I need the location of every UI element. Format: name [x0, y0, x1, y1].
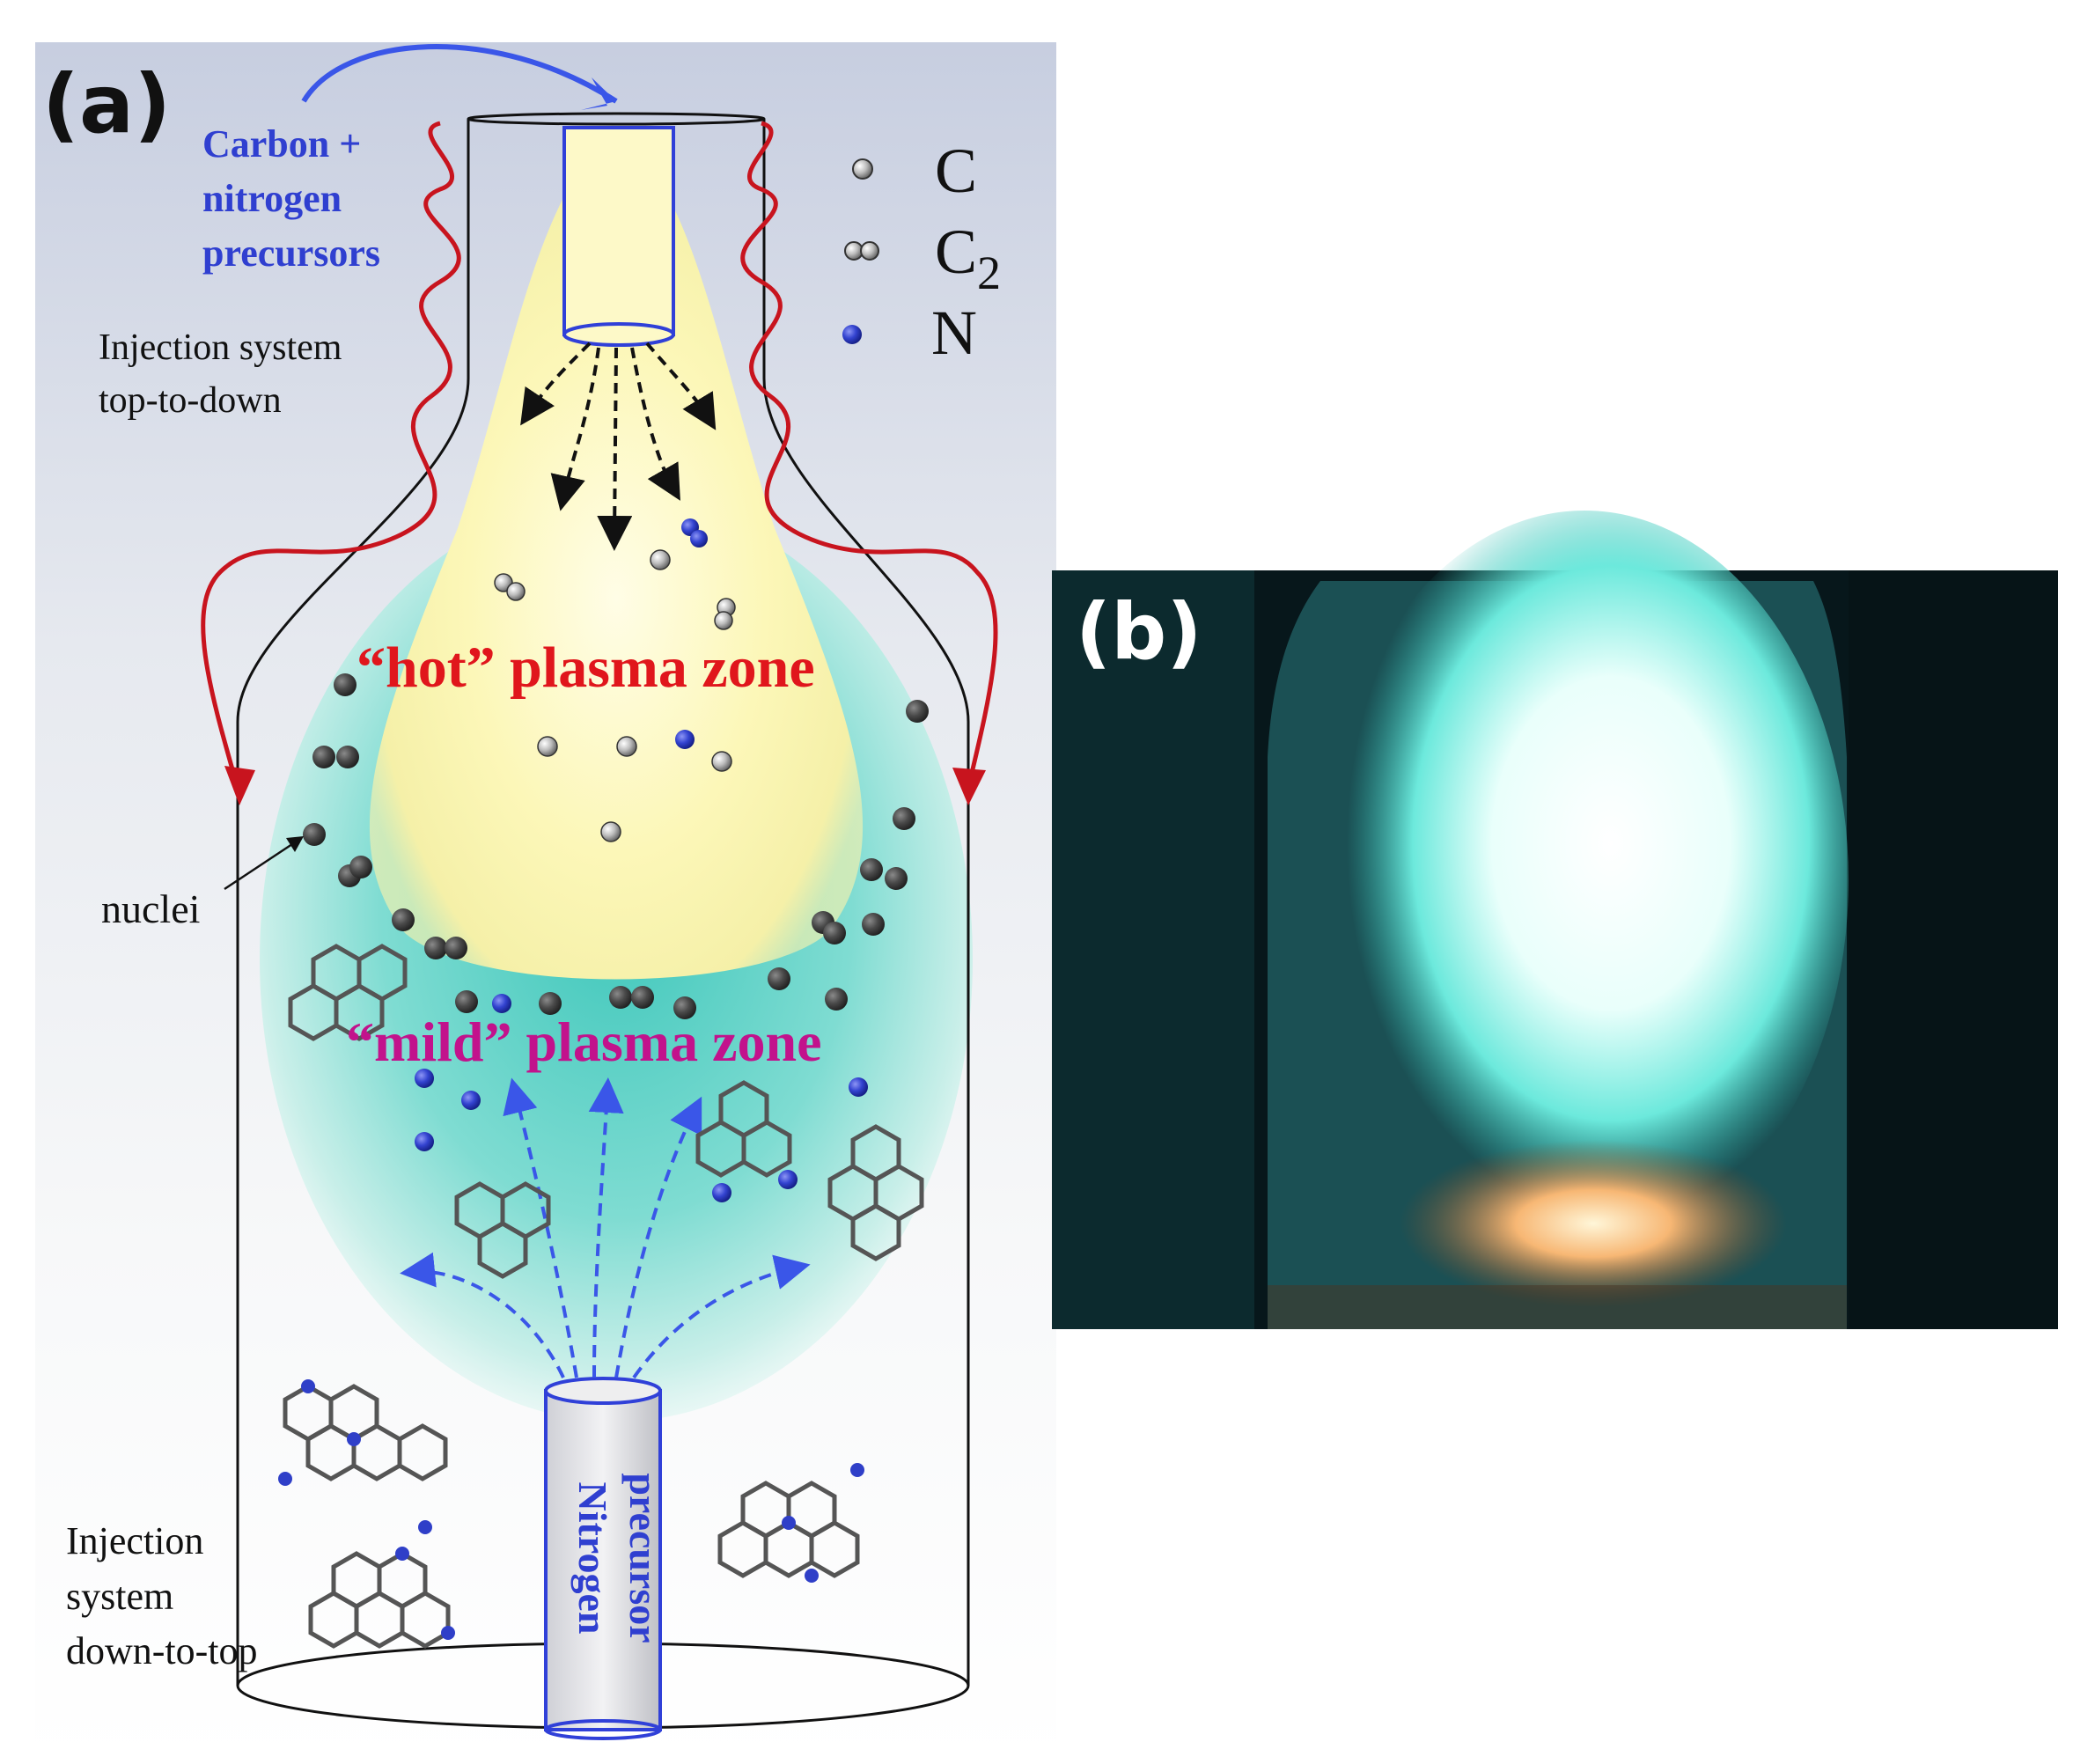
carbon-cluster-mild-center: [695, 1080, 792, 1178]
legend-n-label: N: [931, 298, 977, 368]
nuclei-pointer-arrowhead: [286, 836, 304, 852]
photo-right-background: [1849, 570, 2058, 1329]
hot-zone-label: “hot” plasma zone: [357, 636, 815, 700]
photo-plasma-glow: [1320, 511, 1849, 1250]
reactor-bottle-outline: [236, 119, 470, 1686]
injection-bottom-line-1: Injection: [66, 1519, 203, 1562]
reactor-top-rim: [467, 112, 766, 126]
carbon-precursor-line-3: precursors: [202, 232, 380, 275]
photo-left-background: [1052, 570, 1254, 1329]
n-doped-graphene-right: [717, 1463, 864, 1583]
legend-c2-marker-b: [860, 241, 879, 261]
legend: C C2 N: [842, 136, 1001, 368]
bottom-injection-tube: [544, 1389, 662, 1731]
panel-a: C C2 N (a) Carbon + nitrogen precursors …: [35, 42, 1056, 1760]
n-doped-graphene-left-lower: [308, 1520, 455, 1649]
injection-flow-arrows-up: [400, 1077, 811, 1379]
carbon-cluster-mild-left: [454, 1181, 551, 1279]
heating-arrowhead-left: [224, 766, 255, 805]
hot-zone-atoms: [494, 518, 736, 842]
panel-a-label: (a): [42, 57, 171, 151]
hot-plasma-region: [369, 132, 864, 980]
nitrogen-precursor-line-1: Nitrogen: [570, 1482, 615, 1635]
injection-bottom-line-2: system: [66, 1575, 173, 1618]
carbon-precursor-line-2: nitrogen: [202, 177, 342, 220]
nitrogen-precursor-line-2: precursor: [621, 1473, 666, 1643]
panel-b: (b): [1052, 511, 2058, 1329]
injection-flow-arrows-down: [520, 342, 717, 551]
legend-c2-subscript: 2: [977, 246, 1001, 299]
photo-tube-base: [1268, 1285, 1847, 1329]
carbon-precursor-line-1: Carbon +: [202, 122, 361, 165]
legend-n-marker: [842, 325, 862, 344]
photo-orange-glow: [1400, 1140, 1787, 1307]
heating-wave-left: [201, 121, 461, 789]
precursor-feed-arrow: [301, 43, 618, 104]
panel-b-label: (b): [1076, 586, 1202, 677]
top-injection-tube: [562, 126, 675, 336]
nuclei-atoms: [303, 673, 929, 1019]
bottom-injection-base: [544, 1719, 662, 1740]
injection-top-line-2: top-to-down: [99, 380, 282, 421]
injection-top-line-1: Injection system: [99, 327, 342, 368]
n-doped-graphene-left-upper: [278, 1379, 448, 1486]
heating-arrowhead-right: [952, 768, 986, 805]
carbon-cluster-mild-right: [827, 1124, 924, 1261]
mild-zone-label: “mild” plasma zone: [346, 1011, 821, 1073]
precursor-feed-arrowhead: [581, 77, 616, 110]
top-injection-nozzle: [562, 322, 675, 347]
nuclei-label: nuclei: [101, 886, 200, 931]
injection-bottom-line-3: down-to-top: [66, 1629, 258, 1672]
legend-c2-main: C: [935, 217, 977, 287]
legend-c-label: C: [935, 136, 977, 206]
nitrogen-precursor-label: Nitrogen precursor: [570, 1473, 666, 1643]
legend-c2-label: C2: [935, 217, 1001, 299]
nuclei-pointer-line: [224, 839, 298, 891]
bottom-injection-nozzle: [544, 1377, 662, 1405]
nitrogen-atoms-mild-zone: [415, 1069, 868, 1202]
heating-wave-right: [740, 121, 998, 789]
legend-c-marker: [852, 158, 873, 180]
carbon-cluster-nuclei: [288, 944, 408, 1041]
